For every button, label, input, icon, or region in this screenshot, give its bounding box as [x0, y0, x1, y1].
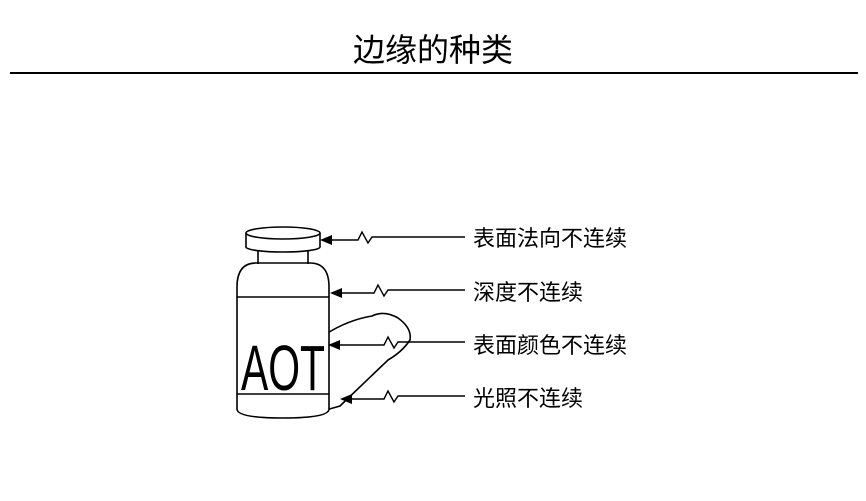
- leader-line-2: [332, 283, 465, 298]
- page-title: 边缘的种类: [352, 31, 513, 69]
- label-illumination: 光照不连续: [473, 387, 584, 412]
- label-surface-normal: 表面法向不连续: [473, 227, 628, 252]
- bottle-cap-top: [245, 226, 321, 240]
- bottle-label-text: AOT: [241, 332, 325, 404]
- label-depth: 深度不连续: [473, 281, 584, 306]
- arrowhead-3: [328, 340, 340, 350]
- title-divider: [10, 72, 858, 74]
- bottle-body: [236, 262, 330, 419]
- label-surface-color: 表面颜色不连续: [473, 334, 628, 359]
- arrowhead-2: [330, 288, 342, 298]
- bottle-shadow: [325, 312, 412, 412]
- arrowhead-4: [340, 394, 352, 404]
- leader-line-3: [330, 335, 465, 350]
- arrowhead-1: [320, 235, 332, 245]
- leader-line-4: [342, 389, 465, 404]
- leader-line-1: [322, 230, 465, 245]
